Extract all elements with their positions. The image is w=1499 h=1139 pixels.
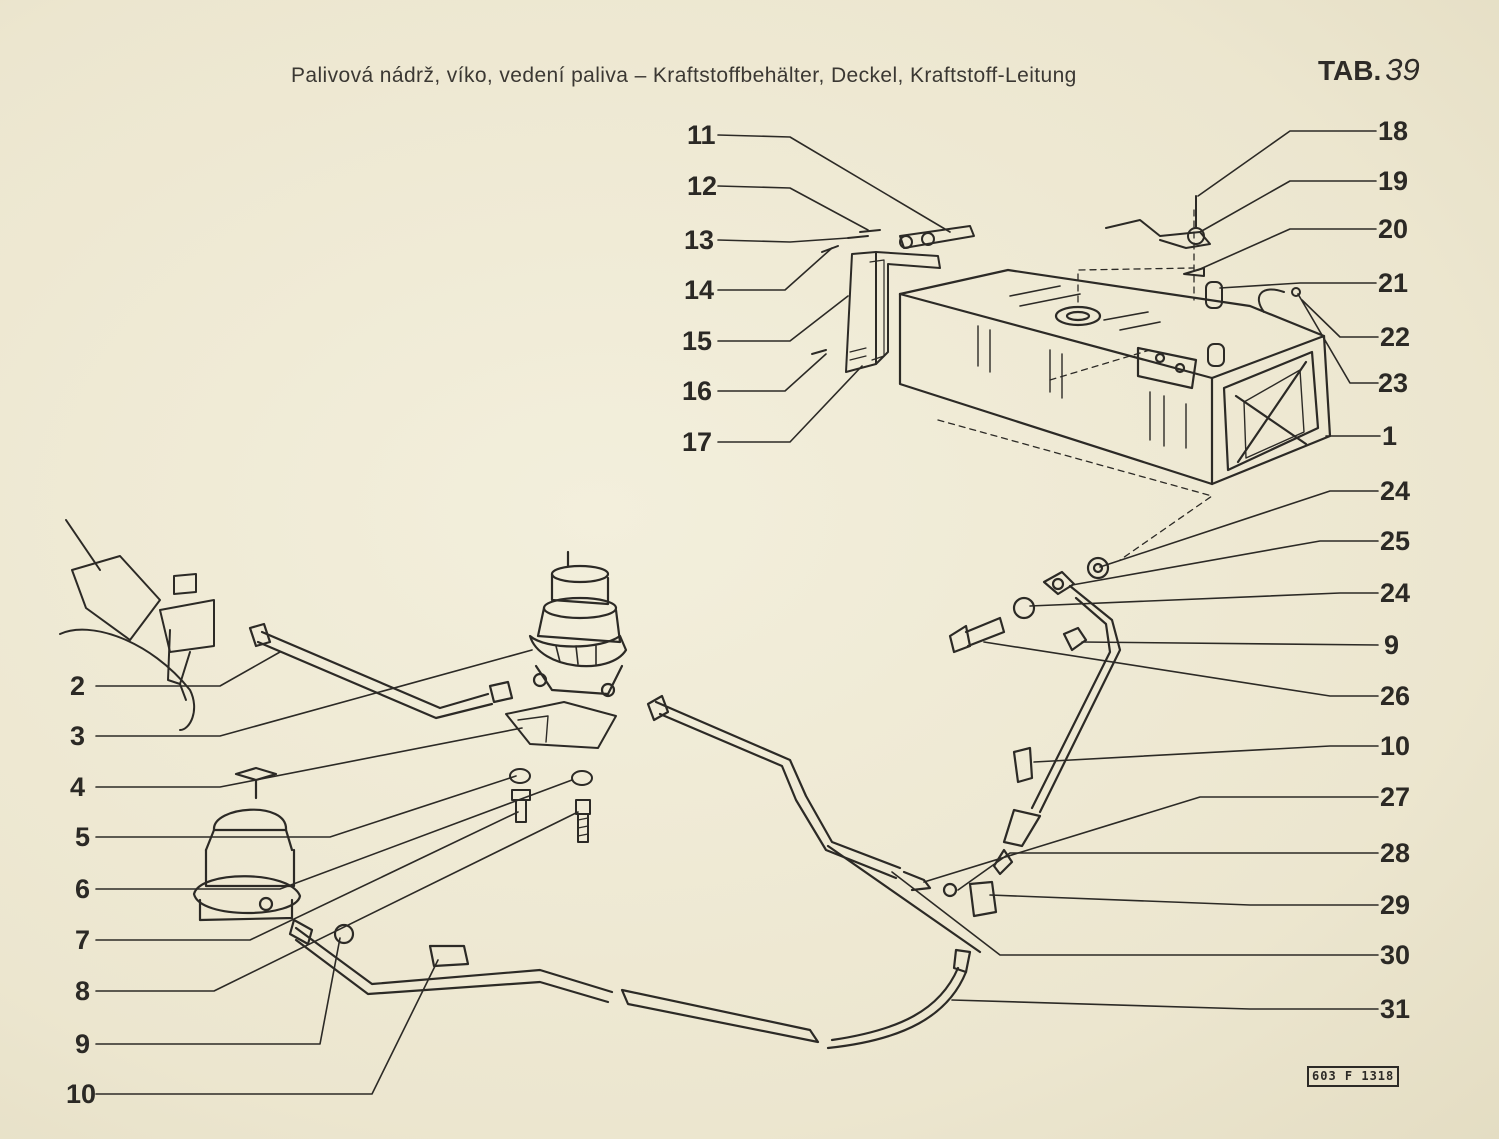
pump-bracket — [505, 701, 617, 749]
callout-6: 6 — [75, 874, 91, 904]
callout-12: 12 — [687, 171, 718, 201]
callout-18: 18 — [1378, 116, 1409, 146]
callout-24-lower: 24 — [1380, 578, 1411, 608]
callout-26: 26 — [1380, 681, 1411, 711]
carburetor-assembly — [59, 519, 215, 731]
callout-31: 31 — [1380, 994, 1411, 1024]
callout-11: 11 — [687, 120, 716, 150]
tab-prefix: TAB. — [1318, 55, 1382, 86]
leader-lines — [95, 130, 1381, 1095]
callout-19: 19 — [1378, 166, 1409, 196]
page-title: Palivová nádrž, víko, vedení paliva – Kr… — [291, 64, 1077, 87]
callout-5: 5 — [75, 822, 91, 852]
callout-10-left: 10 — [66, 1079, 97, 1109]
callout-14: 14 — [684, 275, 715, 305]
callout-29: 29 — [1380, 890, 1411, 920]
callout-9-left: 9 — [75, 1029, 91, 1059]
callout-7: 7 — [75, 925, 91, 955]
assembly-dashed-lines — [937, 209, 1213, 561]
fuel-pump — [528, 550, 628, 698]
callout-8: 8 — [75, 976, 91, 1006]
callout-4: 4 — [70, 772, 86, 802]
callout-24-upper: 24 — [1380, 476, 1411, 506]
callout-28: 28 — [1380, 838, 1411, 868]
callout-3: 3 — [70, 721, 86, 751]
callout-16: 16 — [682, 376, 713, 406]
table-label: TAB.39 — [1318, 52, 1420, 88]
tank-straps — [811, 225, 975, 373]
callout-30: 30 — [1380, 940, 1411, 970]
callout-27: 27 — [1380, 782, 1411, 812]
callout-21: 21 — [1378, 268, 1409, 298]
fuel-sedimenter — [192, 766, 302, 922]
fuel-pipes — [248, 622, 982, 1050]
tab-number: 39 — [1385, 52, 1420, 87]
callout-15: 15 — [682, 326, 713, 356]
tank-cap-parts — [1105, 195, 1301, 367]
callout-23: 23 — [1378, 368, 1409, 398]
callout-1: 1 — [1382, 421, 1398, 451]
fuel-tank — [898, 268, 1332, 486]
right-fuel-line — [902, 556, 1122, 918]
callout-10-right: 10 — [1380, 731, 1411, 761]
callout-2: 2 — [70, 671, 86, 701]
drawing-reference-code: 603 F 1318 — [1307, 1066, 1400, 1087]
washers-bolts — [509, 768, 593, 843]
callout-22: 22 — [1380, 322, 1411, 352]
callout-25: 25 — [1380, 526, 1411, 556]
callout-9-right: 9 — [1384, 630, 1400, 660]
callout-17: 17 — [682, 427, 713, 457]
callout-13: 13 — [684, 225, 715, 255]
callout-20: 20 — [1378, 214, 1409, 244]
